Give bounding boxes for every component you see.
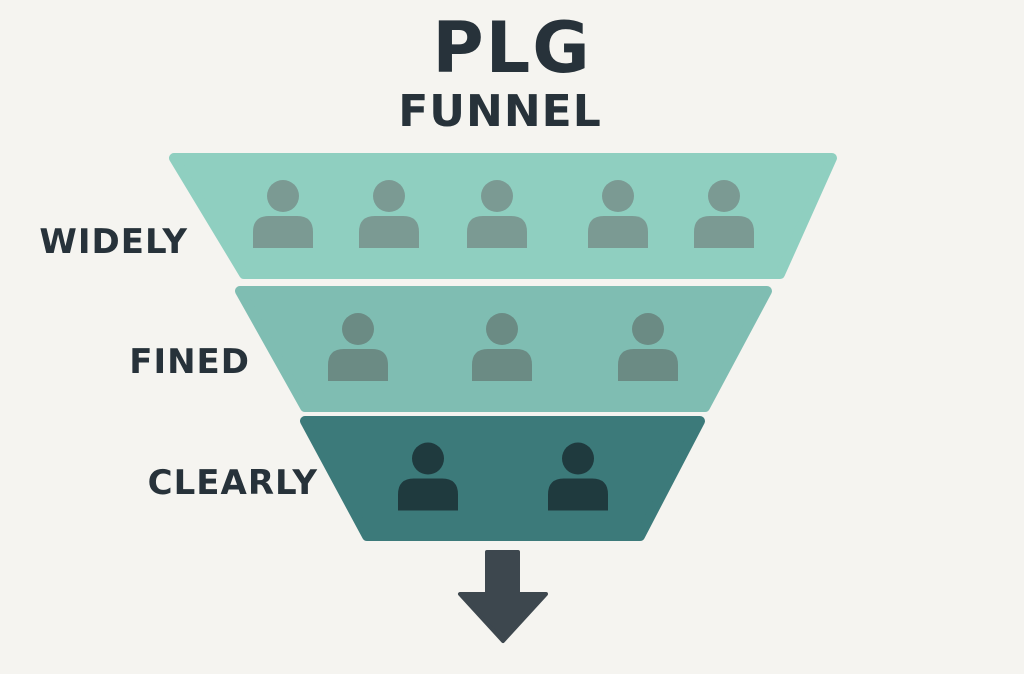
person-icon [467, 180, 527, 248]
arrow-down-icon [458, 550, 548, 643]
stage-label-widely: WIDELY [39, 222, 188, 262]
title-funnel: FUNNEL [398, 86, 602, 137]
person-icon [328, 313, 388, 381]
person-icon [472, 313, 532, 381]
person-icon [588, 180, 648, 248]
stage-label-fined: FINED [129, 342, 250, 382]
person-icon [253, 180, 313, 248]
person-icon [694, 180, 754, 248]
funnel-tier-clearly [300, 416, 705, 541]
stage-label-clearly: CLEARLY [147, 463, 318, 503]
person-icon [359, 180, 419, 248]
person-icon [398, 442, 458, 511]
title-plg: PLG [432, 7, 592, 89]
person-icon [548, 442, 608, 511]
person-icon [618, 313, 678, 381]
